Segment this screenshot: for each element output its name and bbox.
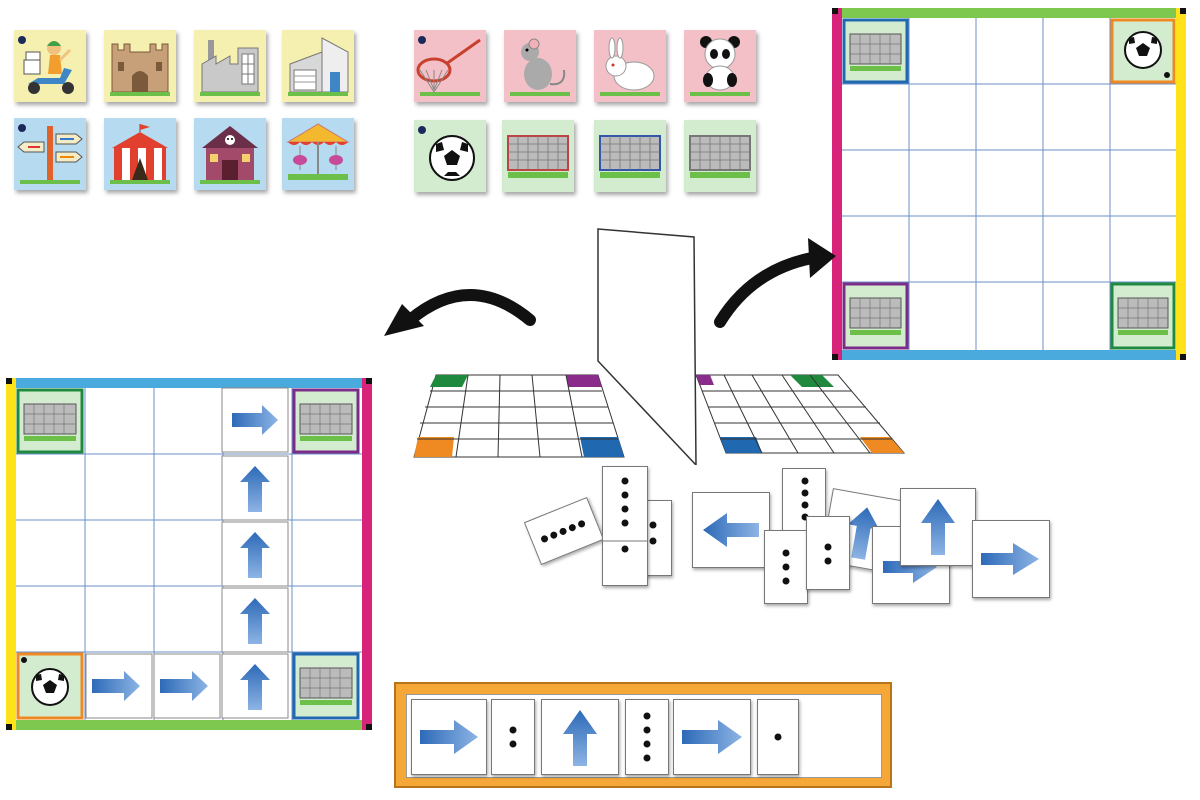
goal-net-grey-icon xyxy=(689,135,751,178)
program-card-arrow-up[interactable] xyxy=(541,699,619,775)
left-board-goal-top-left xyxy=(16,388,84,454)
modern-house-icon xyxy=(288,37,349,96)
left-board-goal-bottom-right xyxy=(292,652,360,720)
program-card-dice-2[interactable] xyxy=(491,699,535,775)
dice-card-5-tilted[interactable] xyxy=(523,496,605,566)
carousel-tile[interactable] xyxy=(282,118,354,190)
modern-house-tile[interactable] xyxy=(282,30,354,102)
scooter-rider-icon xyxy=(18,36,74,94)
factory-tile[interactable] xyxy=(194,30,266,102)
arrow-card-left[interactable] xyxy=(692,492,770,568)
castle-icon xyxy=(110,43,170,96)
divider-setup-illustration xyxy=(413,228,906,465)
program-strip-slots[interactable] xyxy=(406,694,882,778)
dice-4-icon xyxy=(643,712,651,762)
dice-2-icon xyxy=(824,543,832,565)
goal-net-red-icon xyxy=(507,135,569,178)
rabbit-tile[interactable] xyxy=(594,30,666,102)
arrow-card-up[interactable] xyxy=(900,488,976,566)
left-board-goal-top-right xyxy=(292,388,360,454)
circus-tent-icon xyxy=(110,124,170,184)
curved-arrow-left-icon xyxy=(384,289,536,336)
soccer-ball-tile[interactable] xyxy=(414,120,486,192)
program-card-arrow-right-2[interactable] xyxy=(673,699,751,775)
left-game-board[interactable] xyxy=(6,378,372,730)
panda-tile[interactable] xyxy=(684,30,756,102)
dice-card-3[interactable] xyxy=(764,530,808,604)
path-arrow-up-1[interactable] xyxy=(221,455,289,521)
factory-icon xyxy=(200,40,260,96)
dice-card-2[interactable] xyxy=(806,516,850,590)
scooter-rider-tile[interactable] xyxy=(14,30,86,102)
right-board-ball-top-right xyxy=(1110,18,1176,84)
arrow-right-icon xyxy=(420,720,478,754)
circus-tent-tile[interactable] xyxy=(104,118,176,190)
carousel-icon xyxy=(286,123,350,180)
haunted-house-icon xyxy=(200,126,260,184)
perspective-board-right xyxy=(695,374,906,454)
arrow-up-icon xyxy=(563,710,597,766)
rabbit-icon xyxy=(600,37,660,96)
goal-red-tile[interactable] xyxy=(502,120,574,192)
goal-net-blue-icon xyxy=(599,135,661,178)
butterfly-net-icon xyxy=(416,36,481,96)
dice-4-icon xyxy=(603,477,647,553)
left-board-ball-bottom-left xyxy=(16,652,84,720)
path-arrow-right-2[interactable] xyxy=(85,653,153,719)
right-board-goal-bottom-left xyxy=(842,282,909,350)
curved-arrow-right-icon xyxy=(714,238,836,328)
right-game-board[interactable] xyxy=(832,8,1186,360)
mouse-tile[interactable] xyxy=(504,30,576,102)
butterfly-net-tile[interactable] xyxy=(414,30,486,102)
arrow-right-icon xyxy=(981,543,1039,575)
dice-2-icon xyxy=(509,726,517,748)
arrow-card-right[interactable] xyxy=(972,520,1050,598)
signpost-icon xyxy=(17,124,83,184)
mouse-icon xyxy=(510,38,570,96)
path-arrow-up-4[interactable] xyxy=(221,653,289,719)
path-arrow-up-2[interactable] xyxy=(221,521,289,587)
path-arrow-right-1[interactable] xyxy=(221,387,289,453)
arrow-right-icon xyxy=(682,720,742,754)
panda-icon xyxy=(690,36,750,96)
path-arrow-up-3[interactable] xyxy=(221,587,289,653)
arrow-up-icon xyxy=(921,499,955,555)
dice-card-4[interactable] xyxy=(602,466,648,586)
dice-5-icon xyxy=(541,520,586,543)
signpost-tile[interactable] xyxy=(14,118,86,190)
right-board-goal-bottom-right xyxy=(1110,282,1176,350)
program-card-arrow-right-1[interactable] xyxy=(411,699,487,775)
arrow-card-up-tilted[interactable] xyxy=(820,488,906,574)
program-strip-frame xyxy=(394,682,892,788)
castle-tile[interactable] xyxy=(104,30,176,102)
dice-1-icon xyxy=(774,733,782,741)
path-arrow-right-3[interactable] xyxy=(153,653,221,719)
program-card-dice-1[interactable] xyxy=(757,699,799,775)
program-card-dice-4[interactable] xyxy=(625,699,669,775)
right-board-grid xyxy=(842,18,1176,350)
program-empty-slot[interactable] xyxy=(805,699,877,773)
divider-panel xyxy=(597,228,697,465)
perspective-board-left xyxy=(413,374,625,458)
soccer-ball-icon xyxy=(418,126,475,181)
goal-blue-tile[interactable] xyxy=(594,120,666,192)
haunted-house-tile[interactable] xyxy=(194,118,266,190)
dice-3-icon xyxy=(782,549,790,585)
arrow-left-icon xyxy=(703,513,759,547)
goal-grey-tile[interactable] xyxy=(684,120,756,192)
right-board-goal-top-left xyxy=(842,18,909,84)
